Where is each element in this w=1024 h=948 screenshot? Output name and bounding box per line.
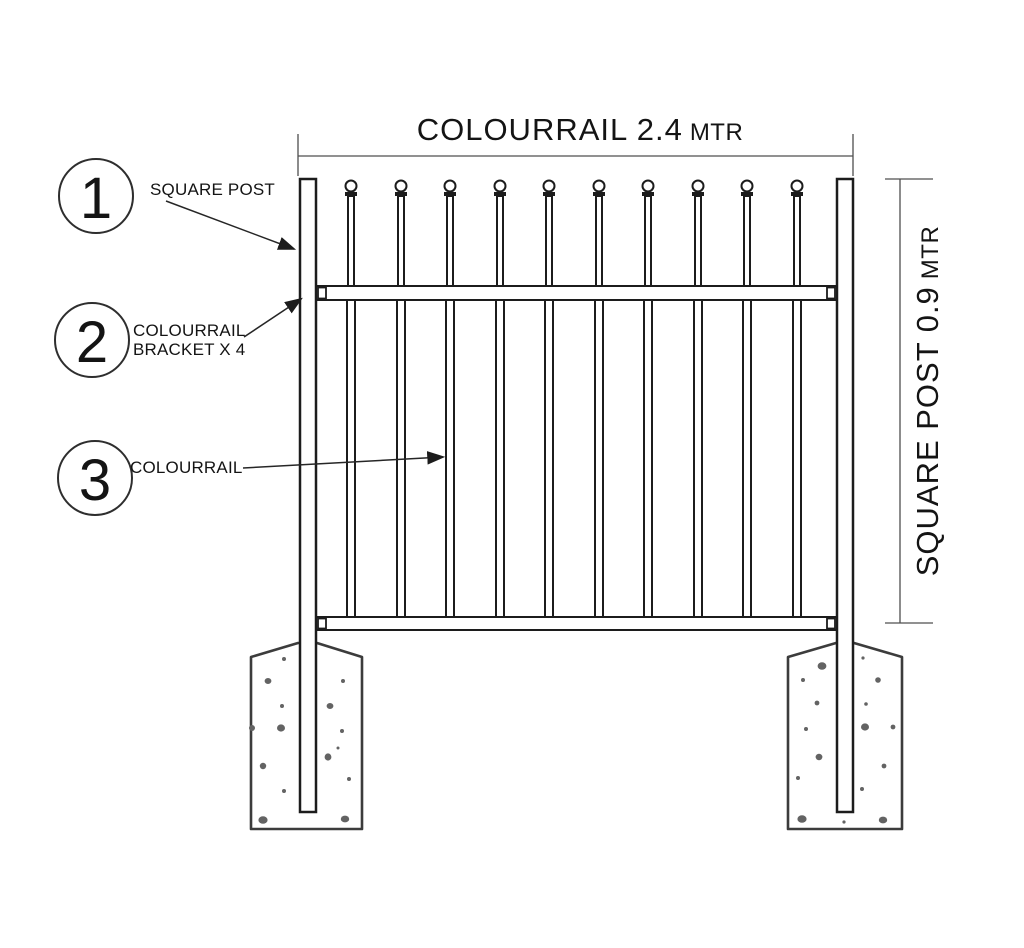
rail-bracket [826,617,836,630]
callout-1: 1 SQUARE POST [58,158,297,250]
callout-3-circle [57,440,133,516]
top-rail [315,285,838,301]
callout-2: 2 COLOURRAIL BRACKET X 4 [54,297,303,378]
colourrail-pickets [344,179,804,618]
concrete-speckles [796,656,896,824]
callout-1-number: 1 [80,166,112,231]
callout-3-number: 3 [79,448,111,513]
callout-3-label: COLOURRAIL [130,458,243,477]
vertical-dimension-label: SQUARE POST 0.9MTR [910,226,945,577]
bottom-rail [315,616,838,631]
picket [790,179,804,618]
right-square-post [835,177,855,814]
picket [394,179,408,618]
callout-2-label-line1: COLOURRAIL [133,321,246,340]
picket [641,179,655,618]
rail-bracket [317,286,327,300]
picket [493,179,507,618]
callout-2-number: 2 [76,310,108,375]
picket [740,179,754,618]
picket [542,179,556,618]
callout-1-circle [58,158,134,234]
callout-3: 3 COLOURRAIL [57,440,446,516]
callout-2-circle [54,302,130,378]
callout-1-arrow [165,200,297,250]
left-square-post [298,177,318,814]
picket [344,179,358,618]
vertical-dimension: SQUARE POST 0.9MTR [885,178,945,624]
picket [592,179,606,618]
rail-bracket [317,617,327,630]
picket [691,179,705,618]
callout-3-arrow [242,451,446,469]
rail-bracket [826,286,836,300]
picket [443,179,457,618]
callout-2-label-line2: BRACKET X 4 [133,340,245,359]
callout-2-arrow [243,297,303,338]
callout-1-label: SQUARE POST [150,180,275,199]
